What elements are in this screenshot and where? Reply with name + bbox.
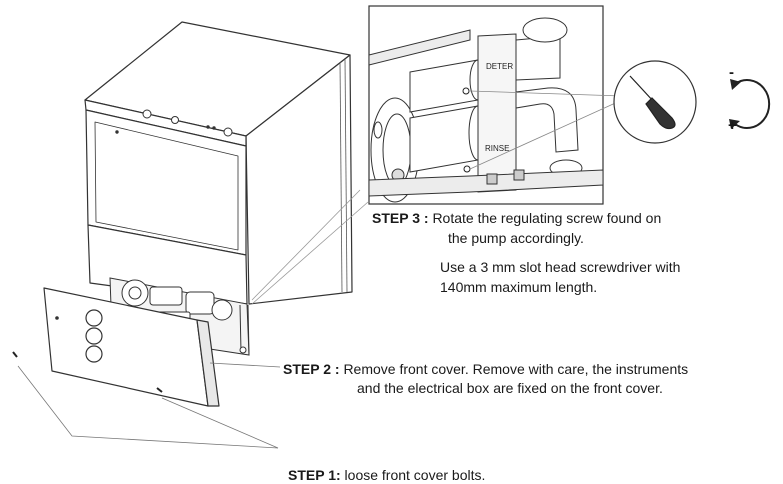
dishwasher-body xyxy=(84,21,353,305)
step2-line1: STEP 2 : Remove front cover. Remove with… xyxy=(283,360,688,378)
knob-center xyxy=(171,116,179,124)
pump-plate xyxy=(477,33,517,193)
step1-line1: STEP 1: loose front cover bolts. xyxy=(288,466,485,484)
rinse-label: RINSE xyxy=(485,144,510,153)
step2-label: STEP 2 : xyxy=(283,361,340,377)
step3-line1: STEP 3 : Rotate the regulating screw fou… xyxy=(372,209,661,227)
step3-text-4: 140mm maximum length. xyxy=(440,279,598,295)
bolt-right xyxy=(156,387,163,393)
plus-sign: + xyxy=(728,117,737,134)
deter-screw xyxy=(462,87,470,95)
cover-hole-1 xyxy=(85,309,103,327)
cover-hole-3 xyxy=(85,345,103,363)
rotation-arc xyxy=(734,79,771,129)
lower-cylinder xyxy=(409,105,479,173)
step2-text-1: Remove front cover. Remove with care, th… xyxy=(343,361,689,377)
control-knobs xyxy=(115,109,233,137)
screwdriver-callout xyxy=(613,60,697,144)
rinse-screw xyxy=(463,165,471,173)
door-window xyxy=(94,121,239,251)
knob-right xyxy=(223,127,233,137)
knob-left xyxy=(142,109,152,119)
step1-leaders xyxy=(17,365,279,449)
step1-text-1: loose front cover bolts. xyxy=(344,467,486,483)
step3-text-2: the pump accordingly. xyxy=(448,230,584,246)
rotation-arrow xyxy=(729,79,771,129)
regulating-screws xyxy=(462,87,471,173)
deter-label: DETER xyxy=(486,62,514,71)
minus-sign: - xyxy=(729,64,734,81)
zoom-leaders xyxy=(251,189,369,305)
front-cover xyxy=(43,287,220,407)
bolt-left xyxy=(12,351,18,358)
screwdriver-icon xyxy=(629,75,676,130)
step2-text-2: and the electrical box are fixed on the … xyxy=(357,380,663,396)
step3-label: STEP 3 : xyxy=(372,210,429,226)
step1-label: STEP 1: xyxy=(288,467,341,483)
cover-bolts xyxy=(12,351,163,393)
dishwasher-right-side xyxy=(245,54,353,305)
step2-leader xyxy=(209,362,281,368)
pump-detail-view xyxy=(368,5,623,205)
step3-text-1: Rotate the regulating screw found on xyxy=(432,210,662,226)
cover-hole-2 xyxy=(85,327,103,345)
step3-text-3: Use a 3 mm slot head screwdriver with xyxy=(440,259,681,275)
base-pump-right xyxy=(211,299,233,321)
